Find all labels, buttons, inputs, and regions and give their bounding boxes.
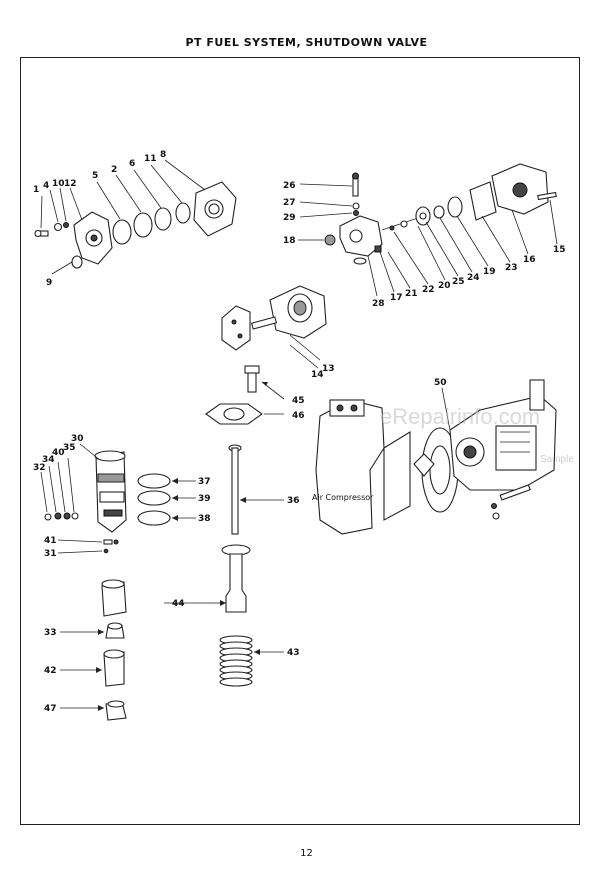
air-compressor-group [315, 379, 557, 535]
callout-46: 46 [292, 411, 305, 421]
page-title: PT FUEL SYSTEM, SHUTDOWN VALVE [185, 36, 428, 49]
callout-6: 6 [129, 159, 135, 169]
callout-40: 40 [52, 448, 65, 458]
page-number: 12 [300, 848, 313, 859]
callout-37: 37 [198, 477, 211, 487]
watermark-text: eRepairinfo.com [380, 404, 540, 429]
callout-34: 34 [42, 455, 55, 465]
callout-25: 25 [452, 277, 465, 287]
callout-29: 29 [283, 213, 296, 223]
pump-housing-group [221, 285, 327, 369]
callout-19: 19 [483, 267, 496, 277]
callout-47: 47 [44, 704, 57, 714]
callout-36: 36 [287, 496, 300, 506]
callout-14: 14 [311, 370, 324, 380]
callout-22: 22 [422, 285, 435, 295]
callout-21: 21 [405, 289, 418, 299]
callout-31: 31 [44, 549, 57, 559]
injector-group [40, 443, 196, 554]
callout-1: 1 [33, 185, 39, 195]
callout-26: 26 [283, 181, 296, 191]
cover-assembly-group [34, 159, 237, 275]
callout-43: 43 [287, 648, 300, 658]
watermark: eRepairinfo.com Sample [380, 404, 574, 465]
air-compressor-label: Air Compressor [312, 493, 374, 502]
callouts: 1 4 10 12 5 2 6 11 8 9 26 27 29 18 28 17… [33, 150, 566, 714]
callout-18: 18 [283, 236, 296, 246]
callout-45: 45 [292, 396, 305, 406]
callout-33: 33 [44, 628, 57, 638]
callout-32: 32 [33, 463, 46, 473]
callout-9: 9 [46, 278, 52, 288]
callout-13: 13 [322, 364, 335, 374]
callout-17: 17 [390, 293, 403, 303]
push-rod-group [228, 444, 284, 535]
flange-bolt-group [205, 365, 285, 425]
callout-50: 50 [434, 378, 447, 388]
callout-23: 23 [505, 263, 518, 273]
callout-41: 41 [44, 536, 57, 546]
callout-27: 27 [283, 198, 296, 208]
shutdown-valve-group [298, 163, 558, 297]
callout-15: 15 [553, 245, 566, 255]
callout-38: 38 [198, 514, 211, 524]
callout-8: 8 [160, 150, 166, 160]
callout-44: 44 [172, 599, 185, 609]
callout-11: 11 [144, 154, 157, 164]
callout-42: 42 [44, 666, 57, 676]
callout-4: 4 [43, 181, 49, 191]
watermark-sub: Sample [540, 454, 574, 465]
callout-20: 20 [438, 281, 451, 291]
callout-39: 39 [198, 494, 211, 504]
callout-2: 2 [111, 165, 117, 175]
callout-30: 30 [71, 434, 84, 444]
callout-24: 24 [467, 273, 480, 283]
callout-5: 5 [92, 171, 98, 181]
callout-12: 12 [64, 179, 77, 189]
callout-28: 28 [372, 299, 385, 309]
illustration-frame [20, 57, 580, 825]
lower-parts-group [60, 579, 127, 721]
plunger-spring-group [164, 544, 284, 687]
callout-16: 16 [523, 255, 536, 265]
spring-coils [219, 635, 253, 687]
callout-10: 10 [52, 179, 65, 189]
callout-35: 35 [63, 443, 76, 453]
